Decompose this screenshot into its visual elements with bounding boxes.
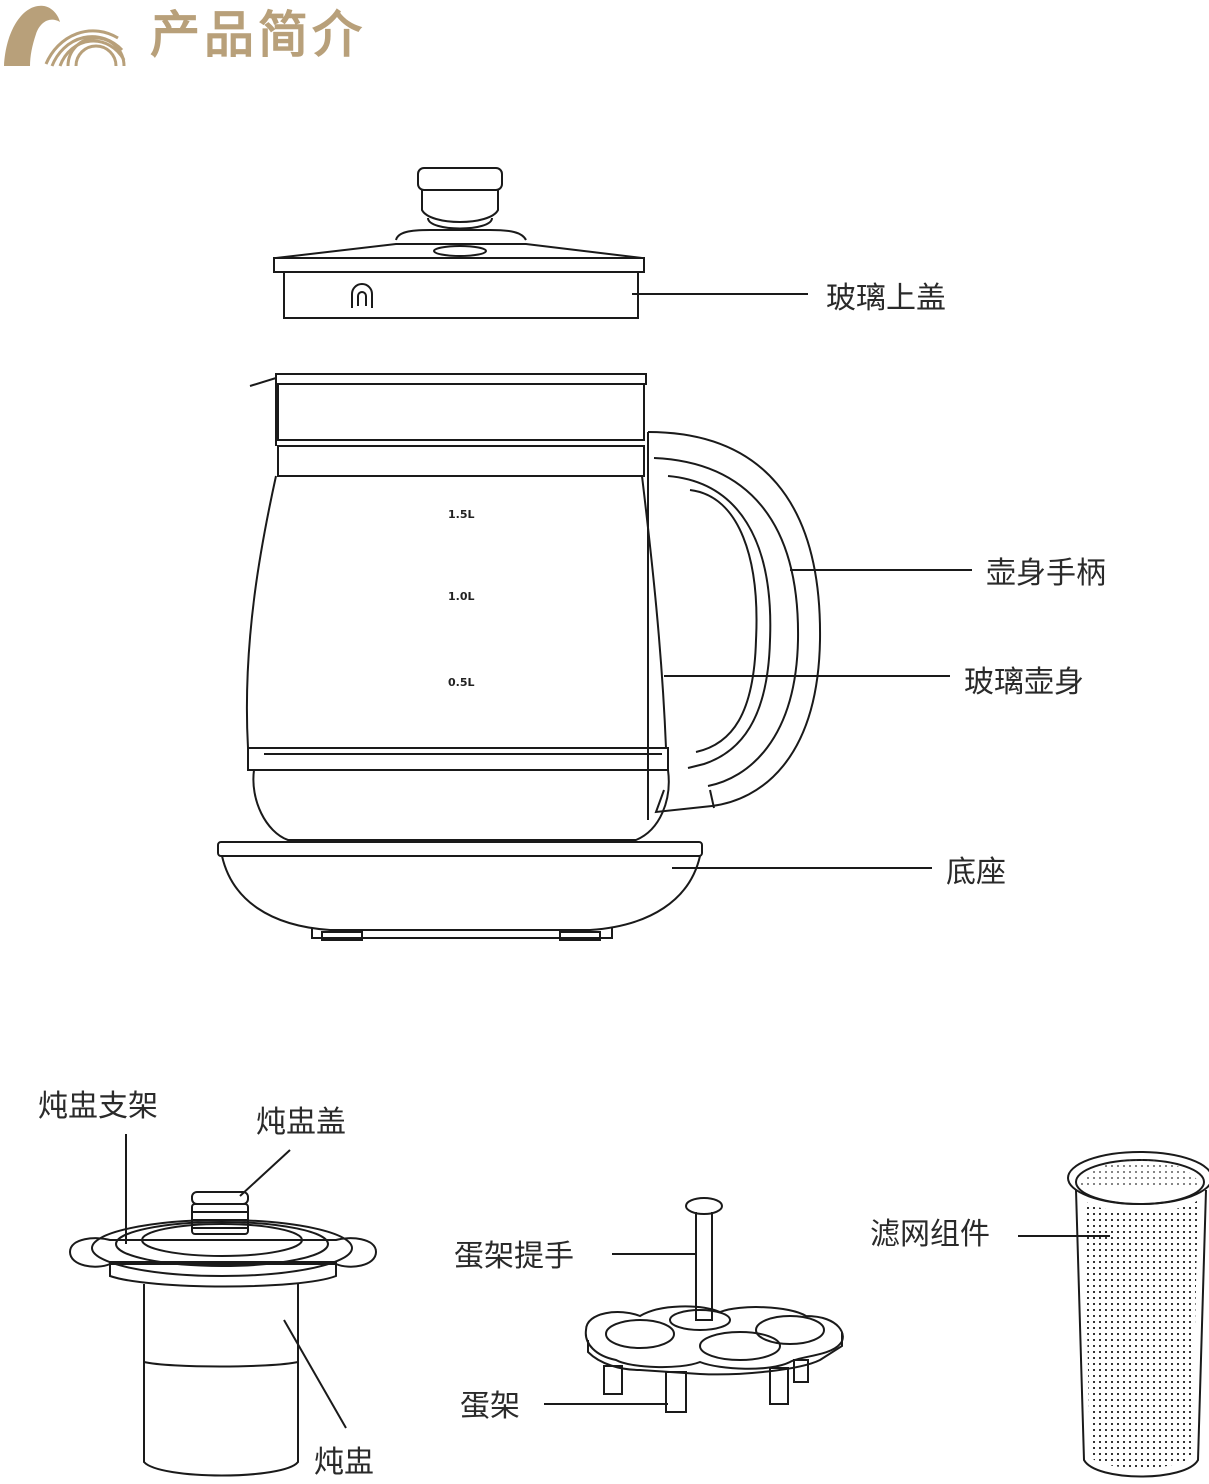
label-filter: 滤网组件 [870, 1217, 990, 1252]
label-stew-pot: 炖盅 [314, 1445, 374, 1480]
rainbow-arch-logo-icon [4, 5, 126, 67]
leader-line-stew-pot [283, 1319, 347, 1429]
label-glass-lid: 玻璃上盖 [826, 281, 946, 316]
base-drawing [217, 841, 703, 941]
volume-mark-2: 1.0L [448, 590, 475, 603]
label-glass-body: 玻璃壶身 [964, 665, 1084, 700]
label-stew-lid: 炖盅盖 [256, 1105, 346, 1140]
label-stew-holder: 炖盅支架 [38, 1089, 158, 1124]
volume-mark-1: 1.5L [448, 508, 475, 521]
page-title: 产品简介 [150, 6, 366, 64]
leader-line-stew-lid [239, 1149, 291, 1197]
filter-drawing [1067, 1151, 1209, 1478]
glass-body-drawing [245, 373, 670, 841]
stew-pot-drawing [68, 1191, 378, 1477]
handle-drawing [647, 431, 822, 820]
volume-mark-3: 0.5L [448, 676, 475, 689]
label-egg-rack-handle: 蛋架提手 [454, 1239, 574, 1274]
glass-lid-drawing [273, 167, 645, 319]
label-egg-rack: 蛋架 [460, 1389, 520, 1424]
label-body-handle: 壶身手柄 [986, 556, 1106, 591]
label-base: 底座 [946, 855, 1006, 890]
egg-rack-drawing [584, 1197, 844, 1413]
